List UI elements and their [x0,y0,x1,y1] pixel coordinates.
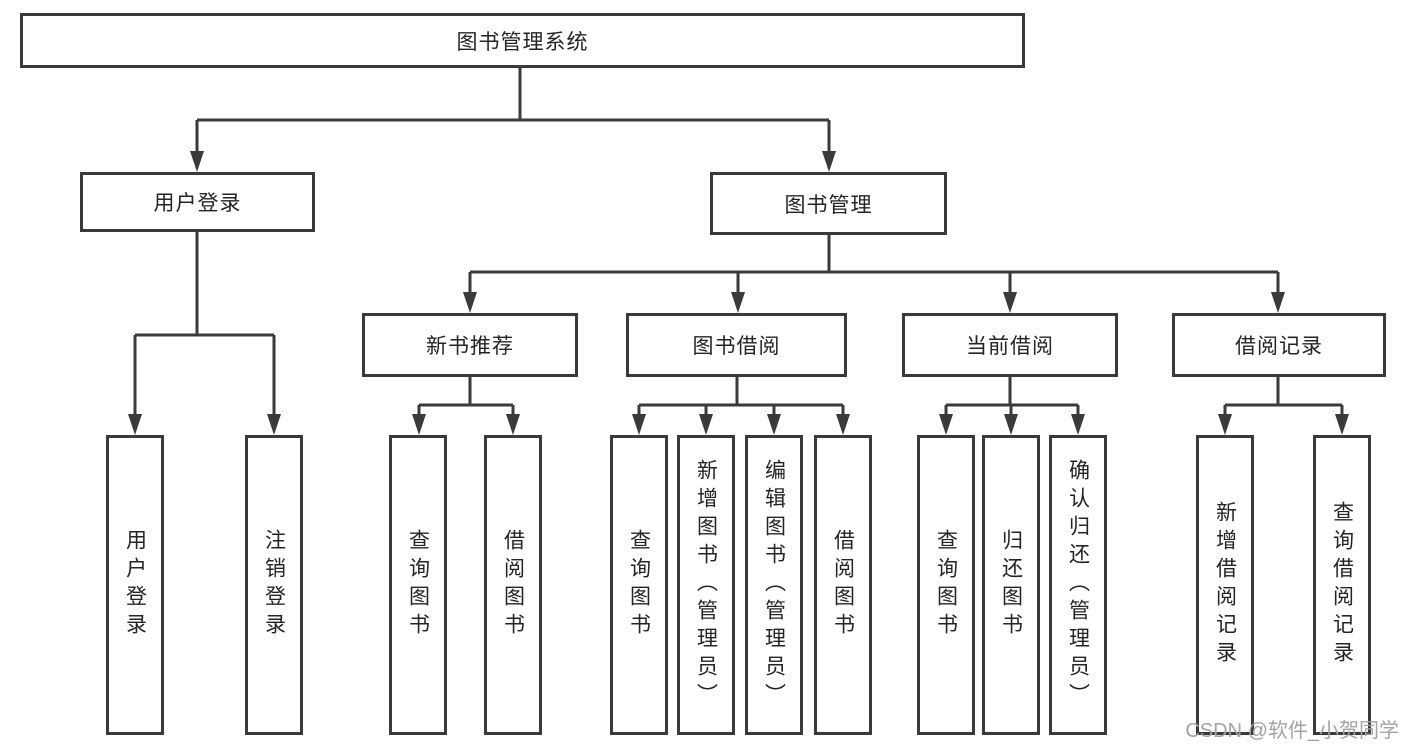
node-user-login-label: 用户登录 [153,192,242,215]
node-current-borrowing-label: 当前借阅 [966,335,1054,358]
leaf-edit-books-admin-label: 编辑图书（管理员） [762,459,786,711]
leaf-query-books-current-label: 查询图书 [934,529,958,641]
leaf-borrow-books: 借阅图书 [814,435,872,735]
leaf-query-books-borrowing-label: 查询图书 [627,529,651,641]
node-book-borrowing: 图书借阅 [626,313,847,377]
node-book-management-label: 图书管理 [784,193,873,217]
leaf-query-borrow-record-label: 查询借阅记录 [1330,501,1354,669]
leaf-return-books: 归还图书 [982,435,1040,735]
leaf-query-books-borrowing: 查询图书 [610,435,668,735]
connector-arrowheads [128,151,1349,435]
node-book-management: 图书管理 [710,172,947,235]
leaf-add-borrow-record: 新增借阅记录 [1196,435,1254,735]
leaf-add-books-admin-label: 新增图书（管理员） [694,459,718,711]
leaf-query-books-recommend: 查询图书 [389,435,447,735]
leaf-query-books-current: 查询图书 [917,435,975,735]
node-borrow-records: 借阅记录 [1172,313,1386,377]
leaf-add-borrow-record-label: 新增借阅记录 [1213,501,1237,669]
leaf-logout: 注销登录 [245,435,303,735]
leaf-add-books-admin: 新增图书（管理员） [677,435,735,735]
node-borrow-records-label: 借阅记录 [1235,335,1323,358]
leaf-query-borrow-record: 查询借阅记录 [1313,435,1371,735]
leaf-confirm-return-admin: 确认归还（管理员） [1049,435,1107,735]
leaf-user-login: 用户登录 [106,435,164,735]
node-user-login: 用户登录 [80,172,315,232]
leaf-user-login-label: 用户登录 [123,529,147,641]
leaf-logout-label: 注销登录 [262,529,286,641]
leaf-borrow-books-recommend-label: 借阅图书 [501,529,525,641]
node-new-book-recommend-label: 新书推荐 [426,335,514,358]
csdn-watermark: CSDN @软件_小贺同学 [1185,720,1399,742]
node-root: 图书管理系统 [20,13,1025,68]
node-book-borrowing-label: 图书借阅 [692,335,781,358]
node-new-book-recommend: 新书推荐 [362,313,578,377]
leaf-return-books-label: 归还图书 [999,529,1023,641]
leaf-edit-books-admin: 编辑图书（管理员） [745,435,803,735]
leaf-query-books-recommend-label: 查询图书 [406,529,430,641]
node-root-label: 图书管理系统 [456,30,589,54]
leaf-confirm-return-admin-label: 确认归还（管理员） [1066,459,1090,711]
node-current-borrowing: 当前借阅 [902,313,1118,377]
leaf-borrow-books-label: 借阅图书 [831,529,855,641]
leaf-borrow-books-recommend: 借阅图书 [484,435,542,735]
